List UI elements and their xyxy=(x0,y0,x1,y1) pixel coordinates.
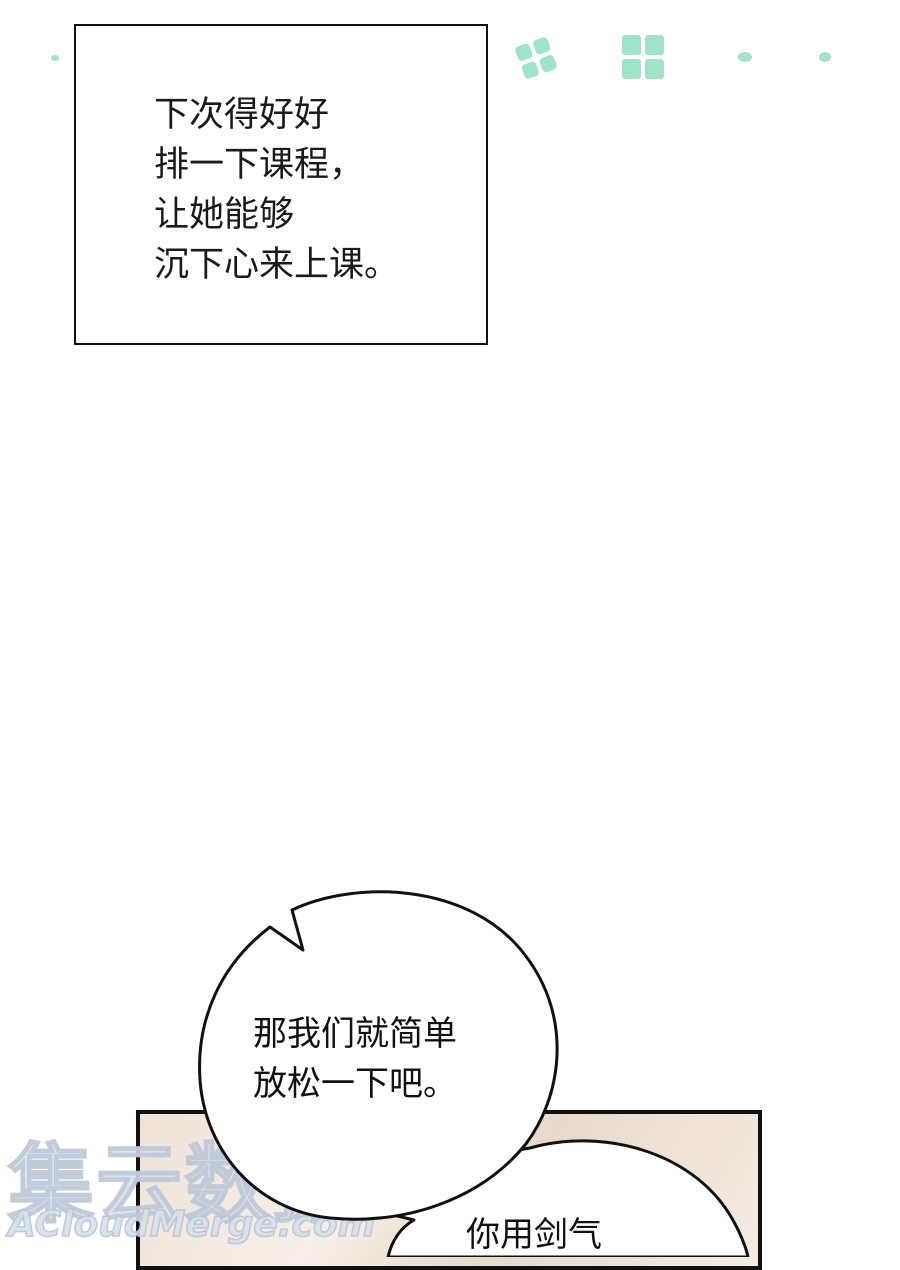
sparkle-dot-icon xyxy=(51,55,59,61)
caption-line: 让她能够 xyxy=(154,195,295,235)
speech-bubble-upper xyxy=(198,890,559,1221)
speech-line: 你用剑气 xyxy=(466,1215,602,1255)
narration-caption-box: 下次得好好 排一下课程， 让她能够 沉下心来上课。 xyxy=(74,24,488,345)
sparkle-dot-icon xyxy=(819,52,831,62)
speech-line: 那我们就简单 xyxy=(253,1014,457,1054)
caption-line: 沉下心来上课。 xyxy=(154,245,400,285)
four-petal-flower-icon xyxy=(515,37,557,79)
sparkle-dot-icon xyxy=(738,52,752,62)
four-petal-flower-icon xyxy=(622,35,664,79)
caption-line: 排一下课程， xyxy=(154,145,365,185)
speech-line: 放松一下吧。 xyxy=(253,1064,457,1104)
caption-line: 下次得好好 xyxy=(154,95,330,135)
sparkle-decoration xyxy=(51,35,831,79)
